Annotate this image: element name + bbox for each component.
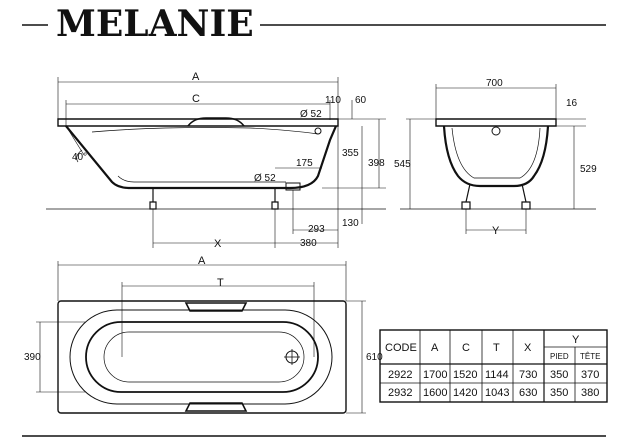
- table-subheader-tete: TÊTE: [580, 352, 600, 361]
- grip-handle-bottom: [184, 402, 248, 412]
- label-d52-bottom: Ø 52: [254, 173, 276, 184]
- tub-outline-plan: [57, 300, 347, 414]
- label-T-plan: T: [217, 277, 224, 289]
- table-cell: 1700: [423, 369, 447, 381]
- leg-right-side: [271, 188, 279, 210]
- table-header-t: T: [493, 342, 500, 354]
- table-header-a: A: [431, 342, 439, 354]
- label-16: 16: [566, 98, 578, 109]
- page-title: MELANIE: [50, 2, 260, 46]
- overflow-hole-side: [314, 127, 322, 135]
- table-cell: 1520: [453, 369, 477, 381]
- dimension-table: CODE A C T X Y PIED TÊTE 2922 1700 1520 …: [379, 329, 608, 403]
- label-390: 390: [24, 352, 41, 363]
- table-cell: 1600: [423, 387, 447, 399]
- label-X-side: X: [214, 238, 222, 250]
- label-110: 110: [325, 95, 341, 106]
- tub-basin-plan: [85, 321, 319, 393]
- table-cell: 2932: [388, 387, 412, 399]
- end-view-labels: 700 16 545 529 Y: [394, 78, 597, 237]
- table-cell: 1144: [485, 369, 509, 381]
- label-398: 398: [368, 158, 385, 169]
- leg-right-end: [521, 183, 531, 210]
- label-Y-end: Y: [492, 225, 500, 237]
- table-cell: 350: [550, 387, 568, 399]
- side-grip-handle: [187, 117, 245, 127]
- tub-inner-end: [451, 127, 541, 179]
- table-cell: 630: [519, 387, 537, 399]
- table-header-y: Y: [572, 334, 580, 346]
- table-header-code: CODE: [385, 342, 417, 354]
- table-cell: 1043: [485, 387, 509, 399]
- side-view-labels: A C Ø 52 110 60 355 398 40° Ø 52 175 293…: [72, 71, 385, 250]
- table-cell: 1420: [453, 387, 477, 399]
- label-293: 293: [308, 224, 325, 235]
- grip-handle-top: [184, 302, 248, 312]
- side-view: [46, 77, 386, 248]
- tub-body-end: [442, 125, 550, 188]
- label-700: 700: [486, 78, 503, 89]
- tub-inner-outline-plan: [69, 309, 333, 405]
- label-529: 529: [580, 164, 597, 175]
- table-cell: 2922: [388, 369, 412, 381]
- label-A-plan: A: [198, 255, 206, 267]
- label-380: 380: [300, 238, 317, 249]
- tub-body-side: [65, 125, 338, 190]
- table-cell: 350: [550, 369, 568, 381]
- tub-inner-line: [117, 175, 286, 183]
- label-angle: 40°: [72, 152, 87, 163]
- leg-left-side: [149, 188, 157, 210]
- table-cell: 730: [519, 369, 537, 381]
- label-130: 130: [342, 218, 359, 229]
- label-60: 60: [355, 95, 367, 106]
- table-header-x: X: [524, 342, 532, 354]
- label-545: 545: [394, 159, 411, 170]
- tub-inner-curve: [91, 127, 319, 135]
- label-175: 175: [296, 158, 313, 169]
- plan-view: [36, 261, 366, 414]
- plan-view-labels: A T 390 610: [24, 255, 383, 363]
- angle-arc: [76, 149, 83, 163]
- label-C-side: C: [192, 93, 200, 105]
- tub-rim: [57, 118, 339, 127]
- table-header-c: C: [462, 342, 470, 354]
- end-view: [400, 84, 596, 234]
- overflow-hole-end: [491, 126, 501, 136]
- tub-basin-inner-plan: [103, 331, 305, 383]
- table-cell: 380: [581, 387, 599, 399]
- label-A-side: A: [192, 71, 200, 83]
- table-cell: 370: [581, 369, 599, 381]
- label-610: 610: [366, 352, 383, 363]
- label-355: 355: [342, 148, 359, 159]
- leg-left-end: [461, 183, 471, 210]
- table-subheader-pied: PIED: [550, 352, 569, 361]
- label-d52-top: Ø 52: [300, 109, 322, 120]
- tub-rim-end: [435, 118, 557, 127]
